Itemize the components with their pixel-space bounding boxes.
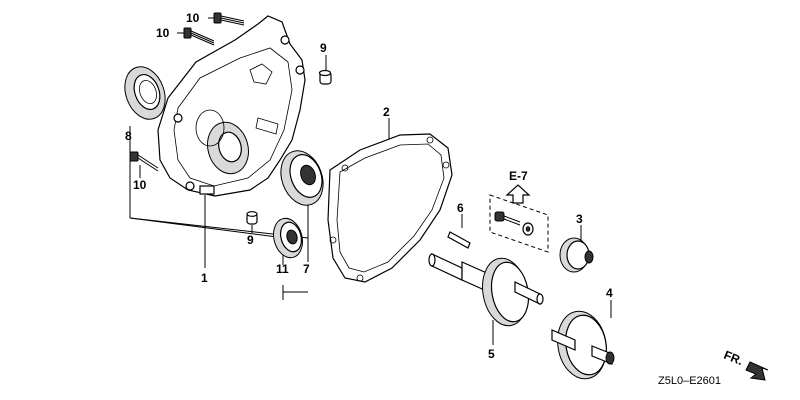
callout-3: 3 bbox=[576, 212, 583, 226]
leader-lines bbox=[129, 17, 612, 345]
callout-6: 6 bbox=[457, 201, 464, 215]
pinion-gear bbox=[559, 237, 594, 273]
case-gasket bbox=[327, 133, 453, 283]
ref-group-label: E-7 bbox=[509, 169, 528, 183]
callout-5: 5 bbox=[488, 347, 495, 361]
ball-bearing-large bbox=[280, 150, 324, 206]
callout-8: 8 bbox=[125, 129, 132, 143]
callout-9-low: 9 bbox=[247, 233, 254, 247]
output-shaft-gear bbox=[428, 253, 544, 327]
front-arrow-icon bbox=[745, 361, 769, 381]
oil-seal bbox=[124, 66, 166, 120]
callout-10-c: 10 bbox=[133, 178, 147, 192]
callout-10-b: 10 bbox=[156, 26, 170, 40]
ref-group-e7: E-7 bbox=[489, 169, 549, 253]
callout-2: 2 bbox=[383, 105, 390, 119]
callout-1: 1 bbox=[201, 271, 208, 285]
callout-9-top: 9 bbox=[320, 41, 327, 55]
bolt-top-right bbox=[213, 12, 245, 26]
callout-11: 11 bbox=[276, 262, 289, 276]
shaft-key bbox=[447, 231, 471, 249]
callout-4: 4 bbox=[606, 286, 613, 300]
diagram-code: Z5L0–E2601 bbox=[658, 375, 721, 387]
bolt-lower-left bbox=[129, 151, 159, 172]
gear-case-housing bbox=[157, 15, 306, 197]
direction-label: FR. bbox=[722, 348, 745, 368]
callout-10-a: 10 bbox=[186, 11, 200, 25]
dowel-pin-top bbox=[318, 69, 332, 85]
callout-labels: 10 10 9 2 8 10 6 3 9 11 7 1 4 5 bbox=[125, 11, 613, 361]
bolt-top-left bbox=[183, 27, 215, 46]
dowel-pin-lower bbox=[246, 211, 258, 225]
callout-7: 7 bbox=[303, 262, 310, 276]
counter-gear bbox=[551, 310, 615, 380]
ball-bearing-small bbox=[273, 217, 303, 259]
front-direction-indicator: FR. bbox=[722, 348, 769, 381]
